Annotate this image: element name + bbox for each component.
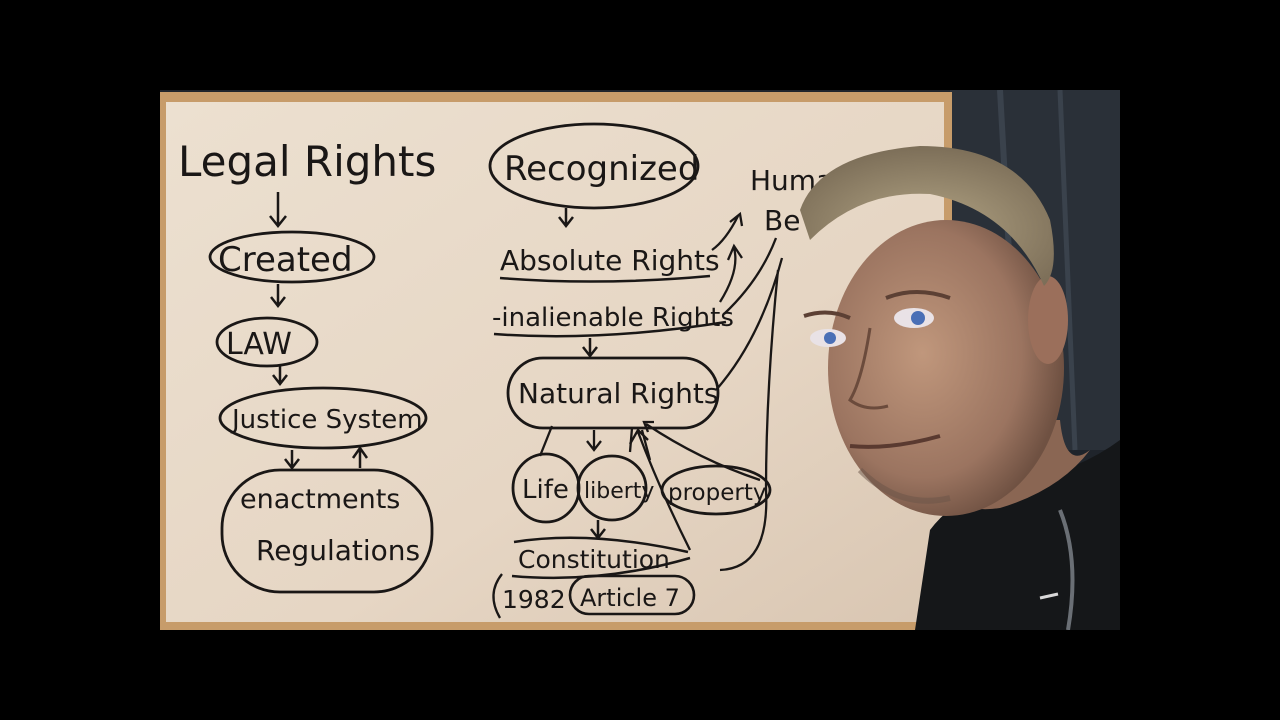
whiteboard-scene: Legal Rights Created LAW Justice System … — [160, 90, 1120, 630]
law-oval — [215, 316, 319, 368]
enactments-oval — [220, 468, 434, 594]
natural-rights-oval — [506, 356, 720, 430]
beings-label: Be — [764, 204, 800, 237]
law-label: LAW — [226, 327, 292, 362]
arrow-down-icon — [272, 366, 288, 387]
justice-system-oval — [218, 386, 428, 450]
liberty-oval — [576, 454, 648, 522]
arrow-down-icon — [284, 450, 300, 471]
arrow-down-icon — [269, 192, 287, 229]
year-label: 1982 — [502, 585, 566, 614]
underline — [499, 274, 711, 283]
liberty-label: liberty — [584, 479, 654, 504]
shirt — [915, 440, 1120, 630]
arrow-down-icon — [558, 208, 574, 229]
underline — [493, 320, 727, 338]
article-label: Article 7 — [580, 584, 680, 612]
recognized-oval — [488, 122, 700, 210]
life-label: Life — [522, 475, 569, 505]
presenter — [800, 146, 1120, 630]
enactments-label: enactments — [240, 484, 400, 515]
regulations-label: Regulations — [256, 534, 420, 567]
property-label: property — [668, 480, 766, 506]
arrow-up-icon — [351, 445, 369, 468]
video-frame: Legal Rights Created LAW Justice System … — [160, 90, 1120, 630]
created-oval — [208, 230, 376, 284]
natural-rights-label: Natural Rights — [518, 377, 719, 410]
inalienable-rights-label: -inalienable Rights — [492, 303, 734, 333]
branch-lines — [538, 425, 652, 461]
face — [828, 220, 1064, 516]
arrow-up-icon — [711, 211, 744, 251]
article-oval — [568, 574, 696, 616]
arrow-down-icon — [582, 338, 598, 359]
legal-rights-label: Legal Rights — [178, 137, 436, 186]
arrow-up-icon — [629, 428, 692, 551]
hair — [800, 146, 1054, 286]
justice-system-label: Justice System — [230, 405, 423, 435]
absolute-rights-label: Absolute Rights — [500, 244, 720, 277]
arrow-down-icon — [270, 284, 286, 309]
created-label: Created — [218, 240, 353, 280]
recognized-label: Recognized — [504, 149, 699, 189]
